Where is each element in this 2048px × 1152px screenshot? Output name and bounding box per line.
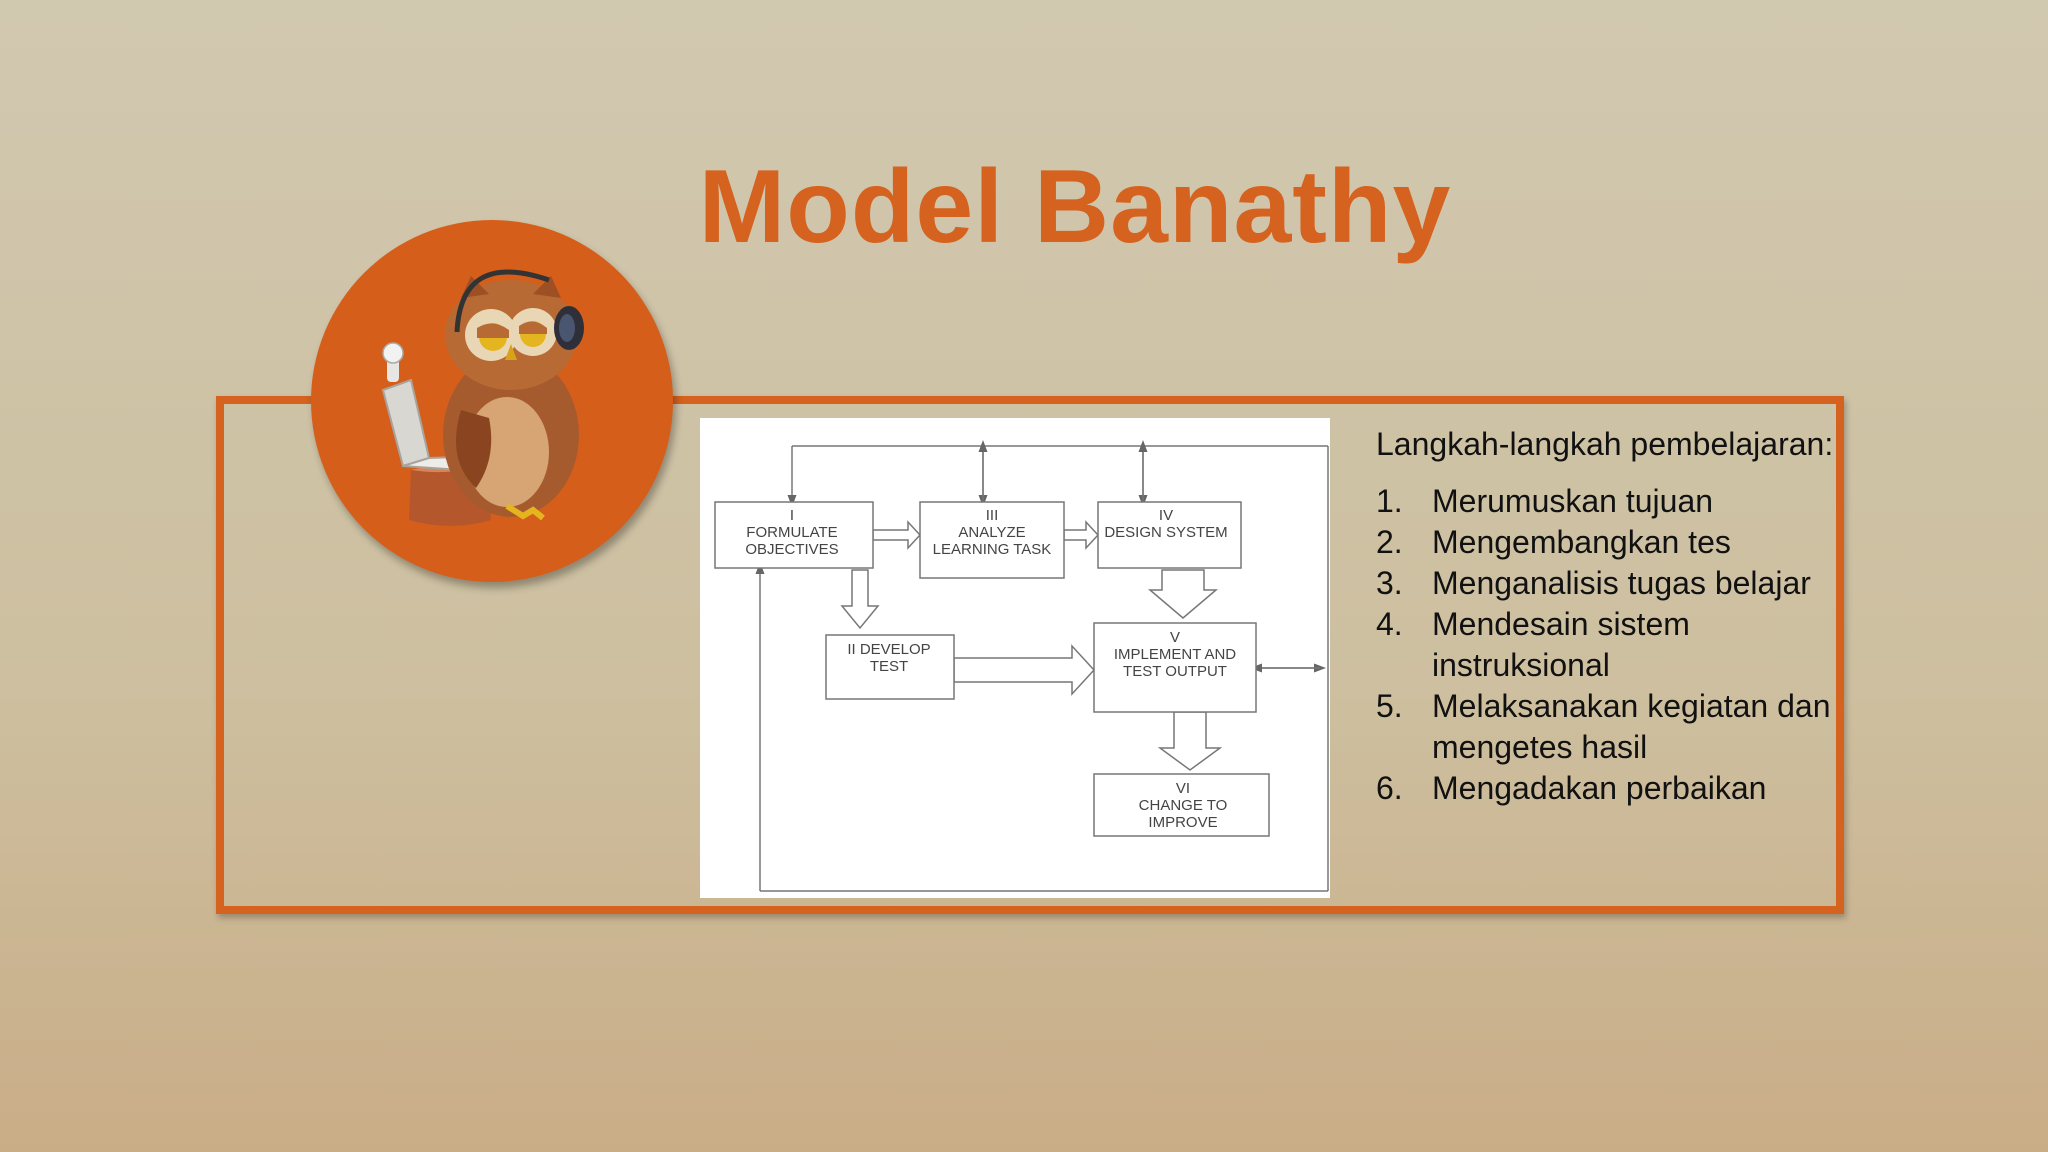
- step-number: 3.: [1376, 565, 1403, 601]
- svg-text:V: V: [1170, 629, 1180, 646]
- node-develop-test: II DEVELOP TEST: [825, 634, 955, 700]
- svg-text:II DEVELOP: II DEVELOP: [847, 641, 930, 658]
- node-change-to-improve: VI CHANGE TO IMPROVE: [1093, 773, 1270, 837]
- svg-text:OBJECTIVES: OBJECTIVES: [745, 541, 838, 558]
- step-text: Mengembangkan tes: [1432, 524, 1731, 560]
- arrow-5-to-6: [1157, 711, 1223, 771]
- svg-text:IMPROVE: IMPROVE: [1148, 814, 1217, 831]
- node-formulate-objectives: I FORMULATE OBJECTIVES: [714, 501, 874, 569]
- step-number: 2.: [1376, 524, 1403, 560]
- svg-text:TEST OUTPUT: TEST OUTPUT: [1123, 663, 1227, 680]
- step-text: Melaksanakan kegiatan dan mengetes hasil: [1432, 688, 1831, 765]
- list-item: 6. Mengadakan perbaikan: [1376, 768, 1836, 809]
- arrow-3-to-4: [1063, 520, 1100, 550]
- list-item: 5. Melaksanakan kegiatan dan mengetes has…: [1376, 686, 1836, 768]
- svg-text:DESIGN SYSTEM: DESIGN SYSTEM: [1104, 524, 1227, 541]
- slide-title: Model Banathy: [698, 149, 1452, 265]
- arrow-2-to-5: [953, 644, 1096, 696]
- svg-text:LEARNING TASK: LEARNING TASK: [933, 541, 1052, 558]
- step-number: 5.: [1376, 688, 1403, 724]
- owl-with-laptop-icon: [381, 269, 584, 526]
- step-text: Mengadakan perbaikan: [1432, 770, 1767, 806]
- step-text: Mendesain sistem instruksional: [1432, 606, 1690, 683]
- node-analyze-learning-task: III ANALYZE LEARNING TASK: [919, 501, 1065, 579]
- svg-text:FORMULATE: FORMULATE: [746, 524, 837, 541]
- svg-text:ANALYZE: ANALYZE: [958, 524, 1025, 541]
- svg-text:IV: IV: [1159, 507, 1173, 524]
- step-text: Menganalisis tugas belajar: [1432, 565, 1811, 601]
- list-item: 4. Mendesain sistem instruksional: [1376, 604, 1836, 686]
- step-number: 1.: [1376, 483, 1403, 519]
- steps-list: 1.Merumuskan tujuan 2.Mengembangkan tes …: [1376, 481, 1836, 809]
- content-frame: [216, 396, 1844, 914]
- list-item: 2. Mengembangkan tes: [1376, 522, 1836, 563]
- arrow-1-to-2: [840, 569, 880, 630]
- list-item: 3. Menganalisis tugas belajar: [1376, 563, 1836, 604]
- steps-text: Langkah-langkah pembelajaran: 1. Merumusk…: [1376, 424, 1836, 809]
- node-implement-and-test-output: V IMPLEMENT AND TEST OUTPUT: [1093, 622, 1257, 713]
- svg-text:CHANGE TO: CHANGE TO: [1139, 797, 1228, 814]
- svg-text:VI: VI: [1176, 780, 1190, 797]
- owl-badge: [311, 220, 673, 582]
- svg-text:I: I: [790, 507, 794, 524]
- node-design-system: IV DESIGN SYSTEM: [1097, 501, 1242, 569]
- arrow-4-to-5: [1147, 569, 1219, 619]
- arrow-1-to-3: [872, 520, 922, 550]
- svg-text:III: III: [986, 507, 999, 524]
- svg-text:IMPLEMENT AND: IMPLEMENT AND: [1114, 646, 1236, 663]
- steps-intro: Langkah-langkah pembelajaran:: [1376, 426, 1834, 462]
- banathy-flow-diagram: I FORMULATE OBJECTIVES II DEVELOP TEST I…: [700, 418, 1330, 898]
- step-text: Merumuskan tujuan: [1432, 483, 1714, 519]
- step-number: 6.: [1376, 770, 1403, 806]
- svg-text:TEST: TEST: [870, 658, 908, 675]
- step-number: 4.: [1376, 606, 1403, 642]
- list-item: 1. Merumuskan tujuan: [1376, 481, 1836, 522]
